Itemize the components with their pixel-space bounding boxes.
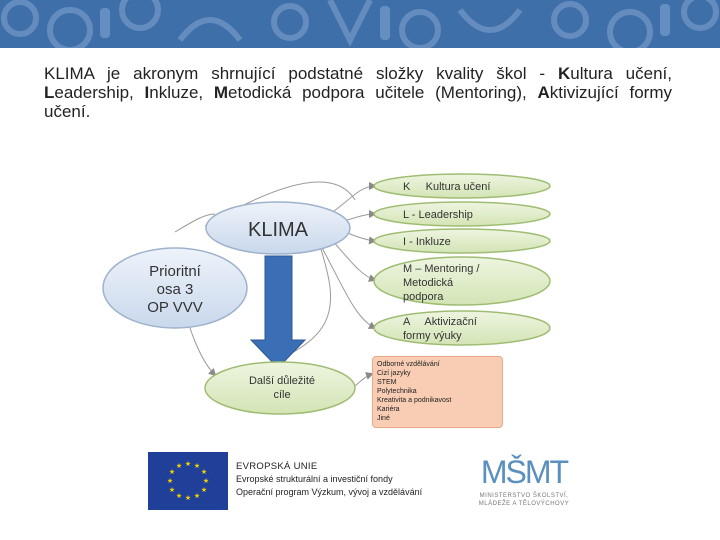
- msmt-mark: MŠMT: [480, 454, 569, 490]
- priority-line-3: OP VVV: [147, 299, 203, 316]
- list-item: Kariéra: [377, 406, 400, 413]
- svg-text:★: ★: [167, 477, 173, 485]
- priority-line-1: Prioritní: [149, 263, 202, 280]
- other-goals-node: [204, 361, 356, 415]
- svg-text:★: ★: [203, 477, 209, 485]
- l-label: L - Leadership: [403, 209, 473, 221]
- eu-programme: Operační program Výzkum, vývoj a vzděláv…: [236, 487, 423, 497]
- priority-axis-node: [102, 247, 248, 329]
- eu-text: EVROPSKÁ UNIE Evropské strukturální a in…: [236, 460, 422, 499]
- list-item: Kreativita a podnikavost: [377, 397, 452, 404]
- list-item: Cizí jazyky: [377, 370, 411, 377]
- eu-funds: Evropské strukturální a investiční fondy: [236, 474, 393, 484]
- m-line-1: M – Mentoring /: [403, 263, 480, 275]
- list-item: Polytechnika: [377, 388, 417, 395]
- i-label: I - Inkluze: [403, 236, 451, 248]
- intro-paragraph: KLIMA je akronym shrnující podstatné slo…: [44, 64, 672, 121]
- priority-line-2: osa 3: [157, 281, 194, 298]
- m-line-2: Metodická: [403, 277, 454, 289]
- a-node: [373, 310, 551, 346]
- other-goals-line-2: cíle: [273, 389, 290, 401]
- m-line-3: podpora: [403, 291, 444, 303]
- m-node: [373, 256, 551, 306]
- i-node: [373, 228, 551, 254]
- list-item: Odborné vzdělávání: [377, 361, 440, 368]
- svg-text:★: ★: [201, 486, 207, 494]
- l-node: [373, 201, 551, 227]
- msmt-caption-2: MLÁDEŽE A TĚLOVÝCHOVY: [478, 501, 570, 507]
- svg-text:★: ★: [169, 486, 175, 494]
- header-banner: [0, 0, 720, 48]
- k-label: K Kultura učení: [403, 181, 490, 193]
- msmt-logo: MŠMT MINISTERSTVO ŠKOLSTVÍ, MLÁDEŽE A TĚ…: [468, 452, 580, 512]
- list-item: Jiné: [377, 415, 390, 422]
- banner-pattern: [1, 0, 719, 48]
- klima-label: KLIMA: [248, 219, 309, 241]
- down-arrow: [249, 255, 307, 369]
- svg-text:★: ★: [185, 460, 191, 468]
- a-line-1: A Aktivizační: [403, 316, 477, 328]
- klima-node: [205, 201, 351, 255]
- k-node: [373, 173, 551, 199]
- eu-flag-icon: ★ ★ ★ ★ ★ ★ ★ ★ ★ ★ ★ ★: [148, 452, 228, 510]
- svg-text:★: ★: [194, 462, 200, 470]
- other-goals-list: Odborné vzdělávání Cizí jazyky STEM Poly…: [372, 356, 503, 428]
- footer-logos: ★ ★ ★ ★ ★ ★ ★ ★ ★ ★ ★ ★ EVROPSKÁ UNIE Ev…: [148, 452, 578, 512]
- msmt-caption-1: MINISTERSTVO ŠKOLSTVÍ,: [479, 493, 569, 499]
- svg-text:★: ★: [176, 492, 182, 500]
- svg-text:★: ★: [201, 468, 207, 476]
- svg-text:★: ★: [185, 494, 191, 502]
- svg-text:★: ★: [169, 468, 175, 476]
- eu-title: EVROPSKÁ UNIE: [236, 461, 318, 472]
- a-line-2: formy výuky: [403, 330, 462, 342]
- list-item: STEM: [377, 379, 397, 386]
- svg-text:★: ★: [176, 462, 182, 470]
- other-goals-line-1: Další důležité: [249, 375, 315, 387]
- svg-text:★: ★: [194, 492, 200, 500]
- eu-stars-icon: ★ ★ ★ ★ ★ ★ ★ ★ ★ ★ ★ ★: [167, 460, 209, 502]
